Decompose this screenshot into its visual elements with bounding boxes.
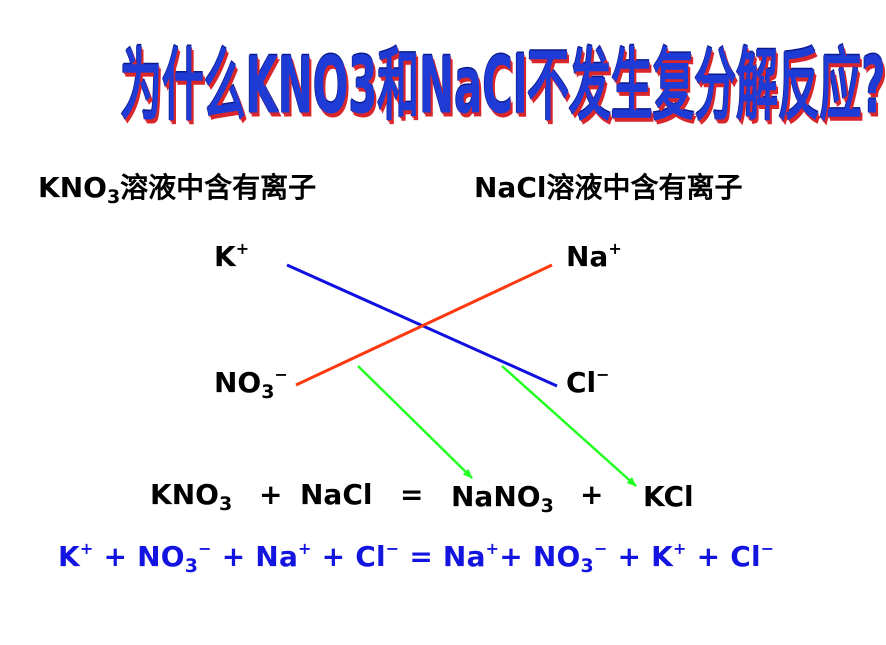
ion-no3-symbol: NO (214, 366, 262, 399)
ionic-no3-2: + NO (499, 540, 581, 573)
kno3-label-text: 溶液中含有离子 (120, 171, 317, 204)
equation-plus-1: + (259, 478, 283, 511)
ion-k: K+ (214, 240, 249, 273)
connection-lines (286, 263, 637, 487)
ion-na-charge: + (608, 239, 622, 258)
ionic-charge-7: + (673, 539, 687, 558)
ion-cl-charge: − (596, 365, 610, 384)
ionic-k-2: + K (607, 540, 674, 573)
equation-plus-2: + (580, 478, 604, 511)
kno3-solution-label: KNO3溶液中含有离子 (38, 166, 317, 208)
formula-nano3-subscript: 3 (540, 495, 554, 517)
ion-cl: Cl− (566, 366, 610, 399)
ionic-k-1: K (58, 540, 80, 573)
ionic-equation: K+ + NO3− + Na+ + Cl− = Na++ NO3− + K+ +… (58, 539, 775, 576)
formula-kno3-text: KNO (150, 478, 219, 511)
ionic-sub-2: 3 (580, 555, 594, 577)
formula-kno3-subscript: 3 (218, 493, 233, 515)
ionic-charge-1: + (79, 539, 94, 558)
formula-nacl: NaCl (300, 478, 373, 511)
equation-equals: = (400, 478, 424, 511)
line-no3-to-na (295, 263, 553, 387)
ionic-na-1: + Na (211, 540, 299, 573)
ionic-sub-1: 3 (184, 555, 199, 577)
ionic-charge-5: + (485, 539, 500, 558)
ion-na: Na+ (566, 240, 622, 273)
ionic-na-2: = Na (399, 540, 486, 573)
ionic-charge-8: − (760, 539, 775, 558)
ion-na-symbol: Na (566, 240, 609, 273)
ionic-cl-1: + Cl (311, 540, 386, 573)
ionic-charge-2: − (198, 539, 212, 558)
arrow-to-kcl (501, 365, 637, 487)
ion-no3-subscript: 3 (261, 381, 275, 403)
ionic-charge-3: + (298, 539, 312, 558)
ion-no3-charge: − (274, 365, 288, 384)
ionic-charge-4: − (385, 539, 400, 558)
formula-kcl: KCl (643, 480, 694, 513)
ion-k-symbol: K (214, 240, 236, 273)
ionic-charge-6: − (593, 539, 608, 558)
formula-kno3: KNO3 (150, 478, 232, 514)
ion-no3: NO3− (214, 365, 288, 402)
nacl-solution-label: NaCl溶液中含有离子 (474, 171, 743, 204)
ion-k-charge: + (235, 239, 250, 258)
formula-nano3-text: NaNO (451, 480, 541, 513)
ion-cl-symbol: Cl (566, 366, 597, 399)
kno3-label-formula: KNO (38, 171, 107, 204)
arrow-to-nano3 (357, 365, 473, 479)
formula-nano3: NaNO3 (451, 480, 554, 516)
ionic-no3-1: + NO (93, 540, 185, 573)
kno3-label-subscript: 3 (106, 186, 121, 208)
ionic-cl-2: + Cl (686, 540, 761, 573)
